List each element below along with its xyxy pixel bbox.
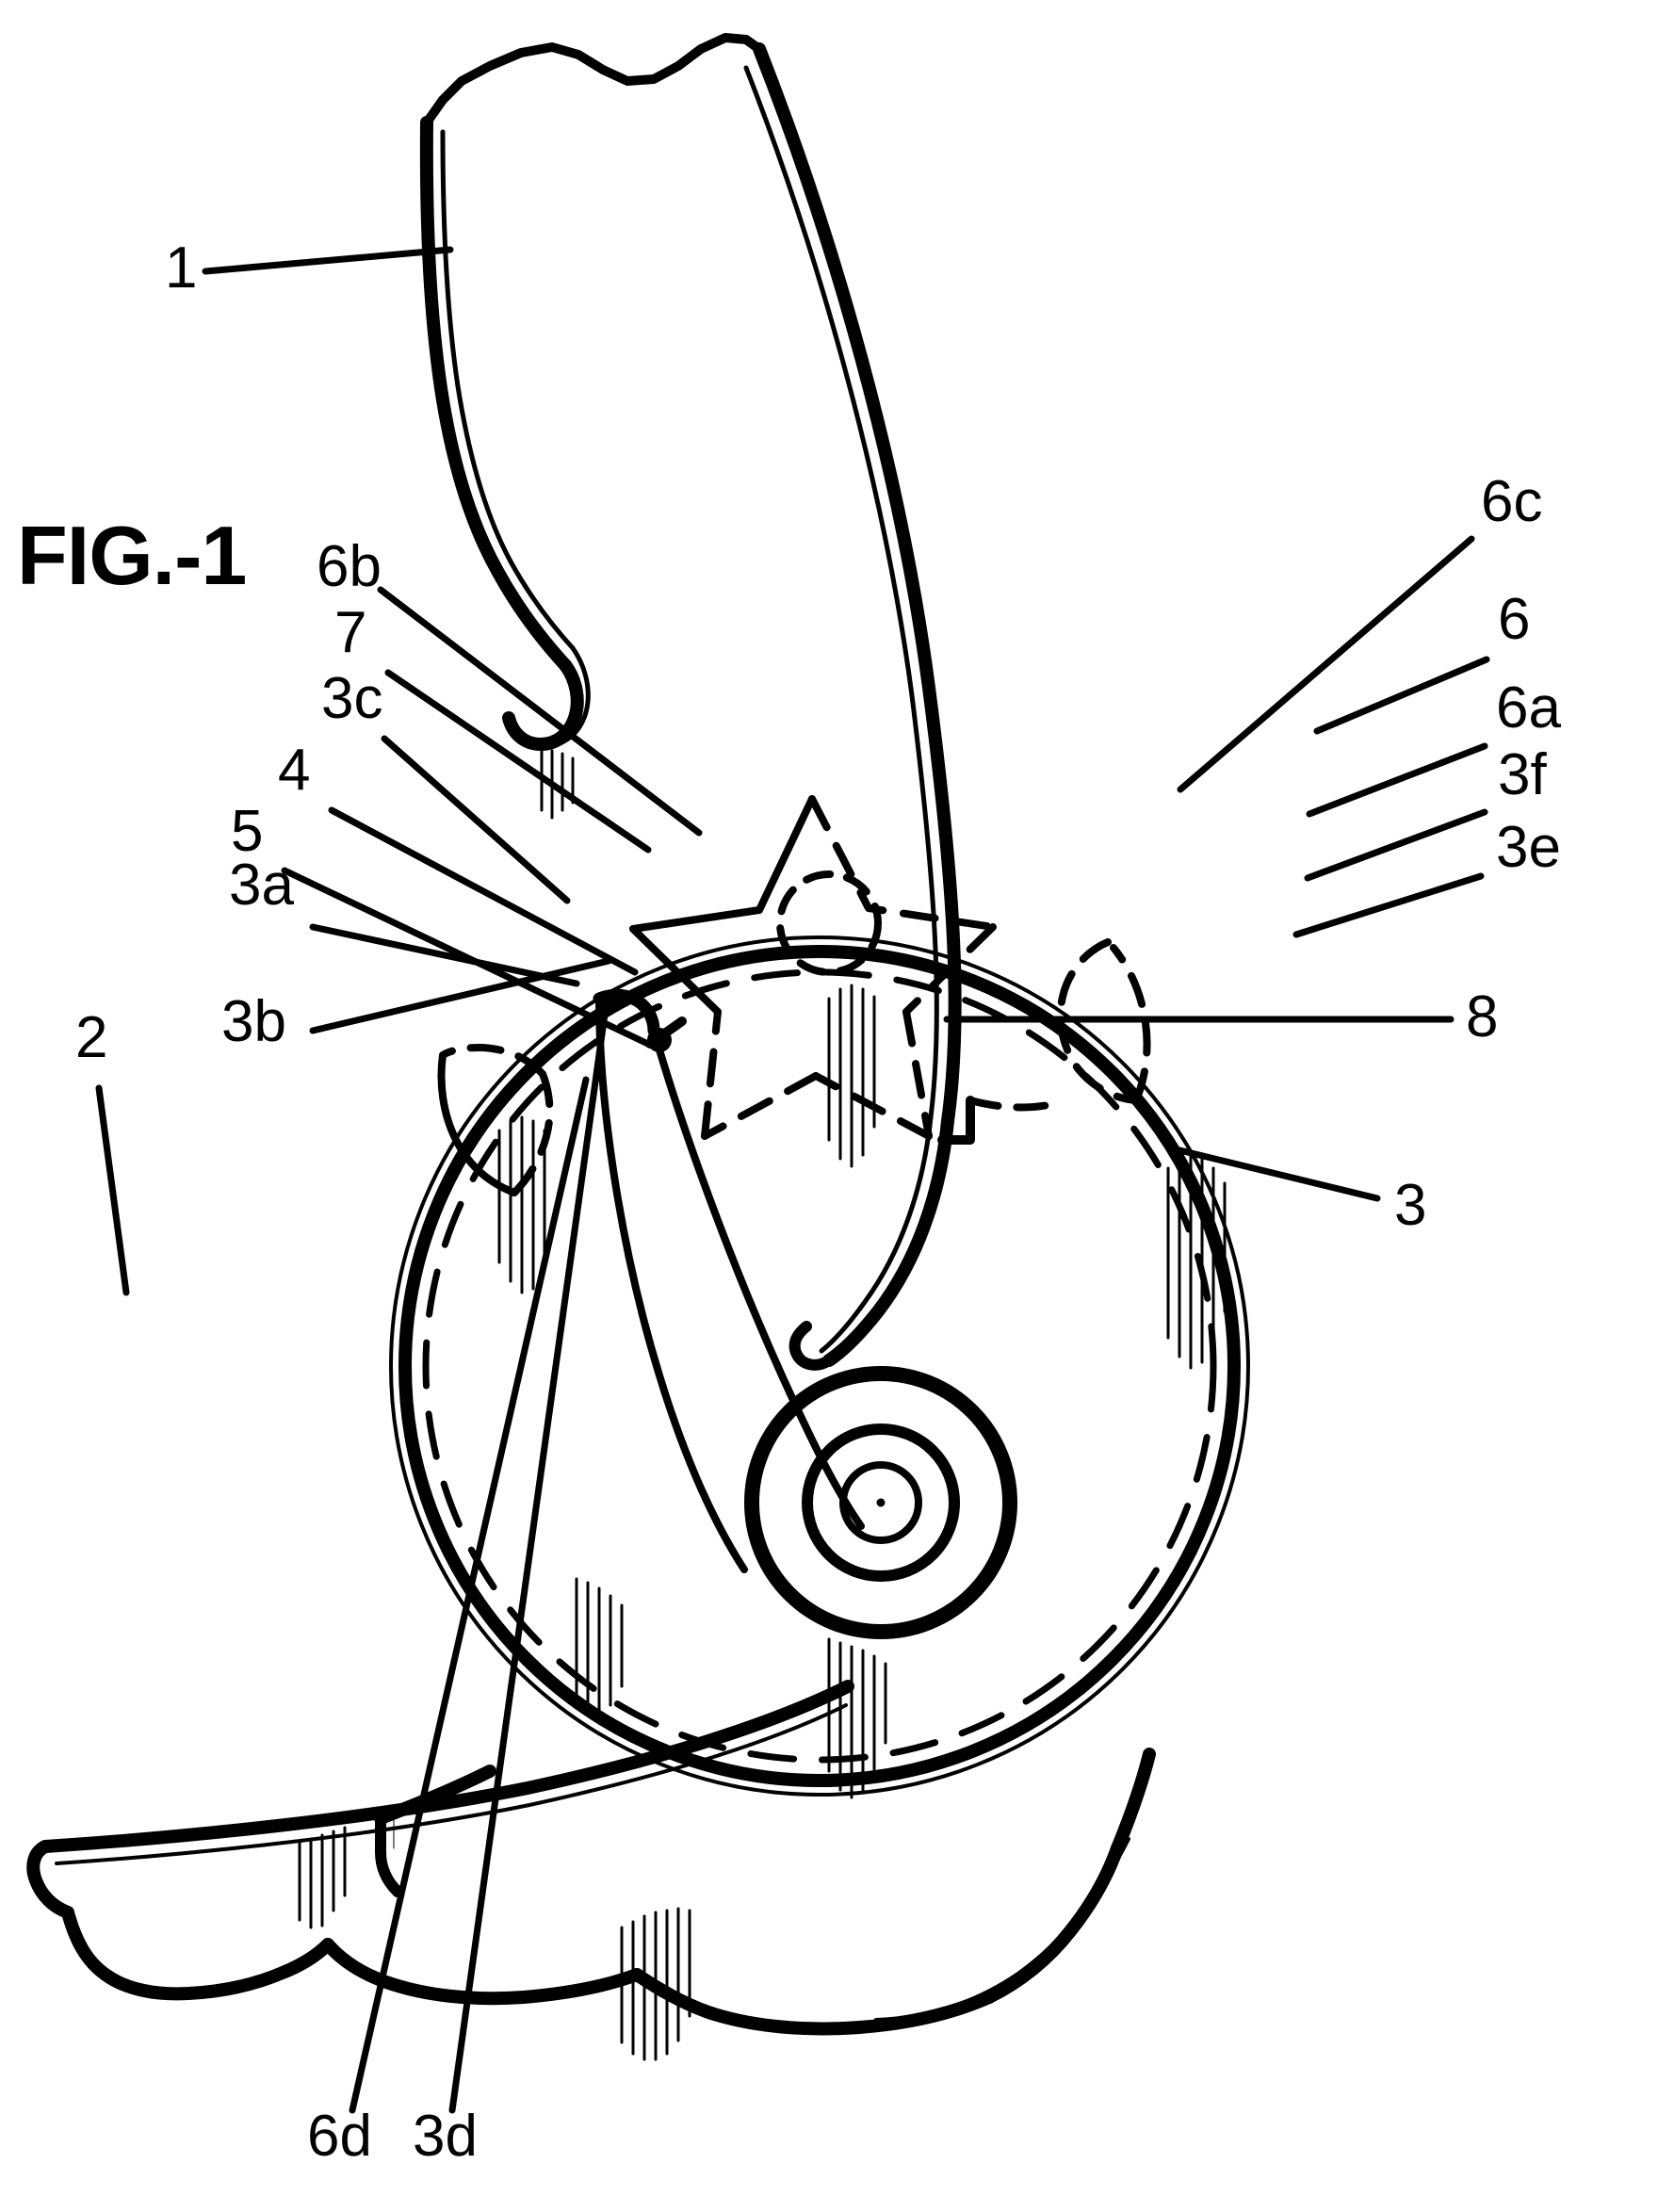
leader-line-3f	[1304, 808, 1488, 882]
ref-label-3: 3	[1394, 1173, 1426, 1238]
ref-label-3c: 3c	[321, 666, 382, 731]
ref-label-4: 4	[278, 738, 310, 803]
ref-label-3a: 3a	[229, 853, 294, 918]
blade-6d	[593, 988, 865, 1573]
leader-line-2	[95, 1084, 130, 1296]
leader-line-6d	[349, 1076, 590, 2114]
ref-label-7: 7	[334, 600, 366, 665]
leader-line-6c	[1177, 535, 1475, 793]
ref-label-6a: 6a	[1496, 675, 1561, 740]
leader-line-7	[384, 669, 652, 854]
ref-label-6: 6	[1498, 587, 1530, 652]
drawing-geometry	[26, 33, 1490, 2114]
vane-1-outline	[419, 33, 962, 1371]
disc-3-hatching	[497, 984, 1227, 1799]
leader-line-6	[1313, 656, 1490, 735]
ref-label-3e: 3e	[1496, 815, 1561, 880]
ref-label-2: 2	[75, 1005, 107, 1070]
leader-line-1	[202, 246, 454, 275]
leader-line-3b	[309, 957, 612, 1034]
ref-label-3f: 3f	[1498, 742, 1547, 807]
ref-label-3d: 3d	[413, 2104, 478, 2169]
figure-title: FIG.-1	[17, 509, 246, 602]
leader-line-3c	[381, 735, 571, 904]
ref-label-6d: 6d	[307, 2104, 372, 2169]
pocket-3a-3b	[437, 1044, 554, 1196]
ref-label-1: 1	[165, 236, 197, 301]
disc-3	[389, 935, 1250, 1797]
leader-line-3	[1164, 1144, 1381, 1202]
ref-label-5: 5	[231, 799, 263, 864]
leader-line-3a	[309, 923, 580, 987]
leader-lines	[95, 246, 1490, 2114]
housing-2-hatching	[298, 1826, 691, 2061]
pocket-3e-3f	[937, 938, 1151, 1145]
ref-label-8: 8	[1466, 984, 1498, 1049]
star-plate-6-outline	[629, 795, 997, 1140]
leader-line-6a	[1306, 742, 1488, 818]
leader-line-6b	[377, 586, 703, 837]
ref-label-6c: 6c	[1481, 469, 1542, 534]
reference-numerals: 1 6c 6b 6 7 6a 3c 3f 4 3e 5 3a 3b 8 2 3 …	[75, 236, 1561, 2169]
leader-line-3d	[448, 997, 610, 2114]
ref-label-3b: 3b	[221, 989, 286, 1054]
leader-line-3e	[1292, 872, 1485, 938]
leader-line-4	[328, 806, 639, 976]
ref-label-6b: 6b	[317, 534, 382, 599]
